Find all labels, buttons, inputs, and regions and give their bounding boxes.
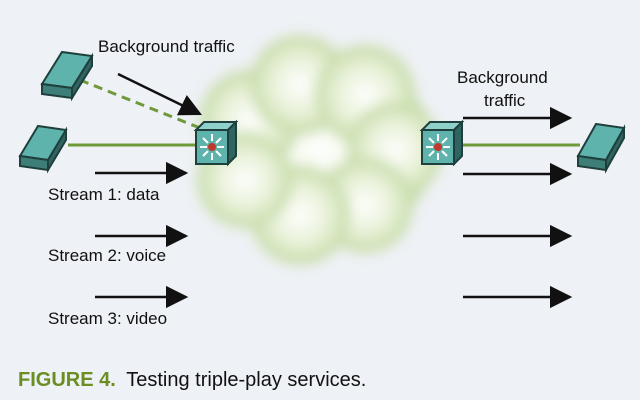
label-stream3: Stream 3: video (48, 309, 167, 328)
figure-number: FIGURE 4. (18, 369, 116, 391)
label-bg-left: Background traffic (98, 37, 235, 56)
label-stream1: Stream 1: data (48, 185, 160, 204)
switch-left-icon (193, 119, 239, 167)
label-bg-right-line2: traffic (484, 91, 526, 110)
label-bg-right-line1: Background (457, 68, 548, 87)
device-right-icon (576, 122, 626, 174)
device-left-icon (18, 124, 68, 174)
switch-right-icon (419, 119, 465, 167)
figure-caption: FIGURE 4. Testing triple-play services. (18, 369, 366, 391)
label-stream2: Stream 2: voice (48, 246, 166, 265)
arrow-bg-left (117, 72, 203, 116)
figure-title: Testing triple-play services. (126, 369, 366, 391)
dashed-link (79, 78, 201, 130)
device-top-left-icon (40, 50, 94, 102)
network-cloud (197, 35, 443, 265)
